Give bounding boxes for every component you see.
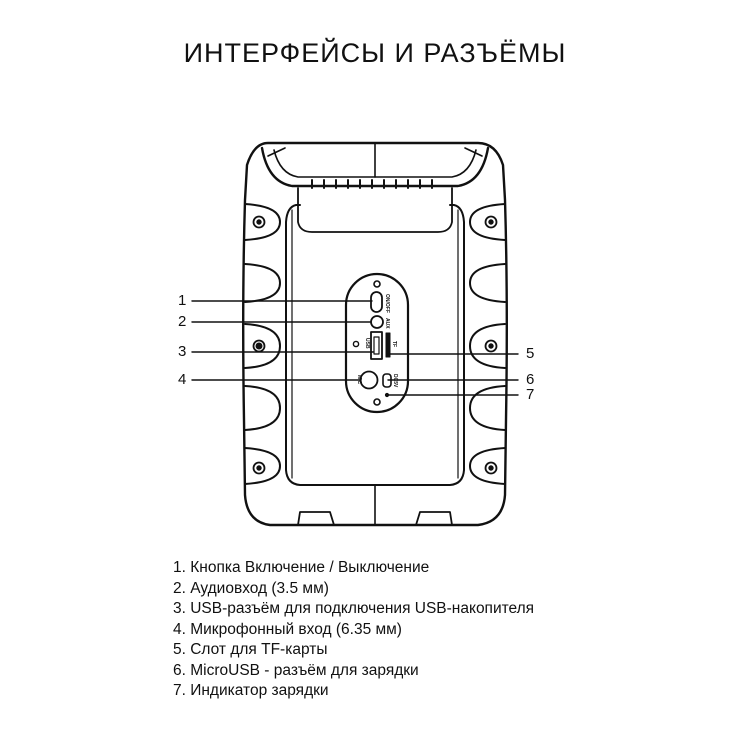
- label-on-off: ON/OFF: [384, 294, 390, 313]
- label-dc5v: DC5V: [392, 374, 398, 388]
- foot-left: [297, 511, 335, 526]
- handle-recess: [297, 187, 453, 233]
- callout-2: 2: [178, 313, 187, 330]
- power-button: [370, 291, 383, 313]
- usb-port: [370, 331, 383, 360]
- control-panel: [344, 272, 410, 414]
- panel-screw-top: [373, 280, 381, 288]
- legend-item-6: 6. MicroUSB - разъём для зарядки: [173, 661, 419, 679]
- page-title: ИНТЕРФЕЙСЫ И РАЗЪЁМЫ: [183, 38, 567, 68]
- legend-item-3: 3. USB-разъём для подключения USB-накопи…: [173, 600, 535, 617]
- legend-item-4: 4. Микрофонный вход (6.35 мм): [173, 620, 402, 638]
- leader-lines: [191, 300, 519, 396]
- legend-item-7: 7. Индикатор зарядки: [173, 682, 329, 699]
- callout-1: 1: [178, 292, 187, 309]
- label-aux: AUX: [384, 318, 390, 329]
- panel-screw-bottom: [373, 398, 381, 406]
- callout-4: 4: [178, 371, 187, 388]
- legend-item-2: 2. Аудиовход (3.5 мм): [173, 579, 329, 597]
- legend-item-1: 1. Кнопка Включение / Выключение: [173, 559, 430, 576]
- callout-7: 7: [526, 386, 535, 403]
- vent-slots: [311, 179, 433, 189]
- callout-3: 3: [178, 343, 187, 360]
- label-tf: TF: [391, 341, 397, 347]
- legend-list: 1. Кнопка Включение / Выключение 2. Ауди…: [173, 558, 534, 702]
- tf-slot: [385, 332, 391, 358]
- label-mic: MIC: [356, 375, 362, 385]
- callout-5: 5: [526, 345, 535, 362]
- left-bumpers: [244, 203, 281, 485]
- legend-item-5: 5. Слот для TF-карты: [173, 641, 328, 658]
- screws: [252, 215, 498, 475]
- foot-right: [415, 511, 453, 526]
- speaker-handle: [260, 146, 490, 188]
- right-bumpers: [469, 203, 506, 485]
- aux-jack: [370, 315, 384, 329]
- speaker-outer-body: [242, 141, 508, 527]
- callout-6: 6: [526, 371, 535, 388]
- label-usb: USB: [364, 338, 370, 349]
- mic-jack: [359, 370, 379, 390]
- speaker-inner-frame: [285, 204, 465, 486]
